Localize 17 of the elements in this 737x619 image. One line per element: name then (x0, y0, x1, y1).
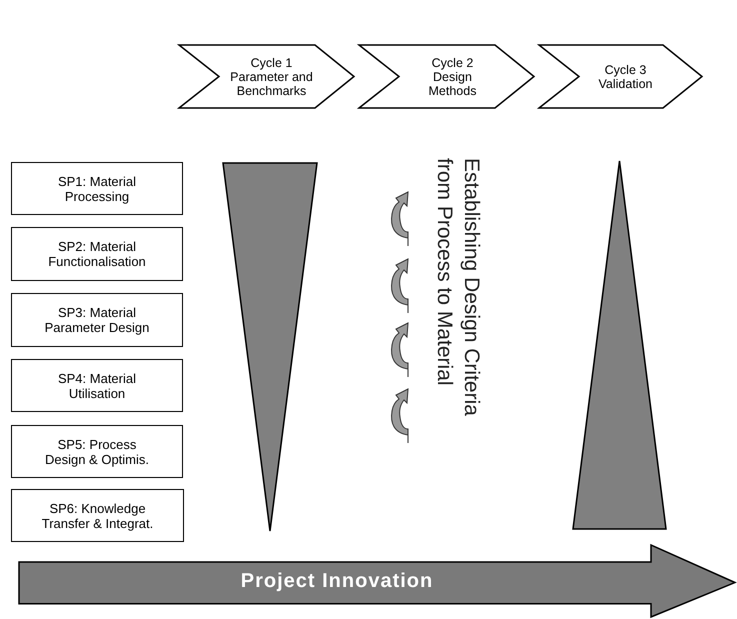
subproject-box (11, 489, 184, 542)
subproject-box (11, 425, 183, 478)
arrow-label: Project Innovation (240, 570, 434, 592)
subproject-box (11, 293, 183, 347)
box-label: SP4: Material Utilisation (56, 370, 138, 400)
box-label: Cycle 1 Parameter and Benchmarks (229, 56, 314, 98)
box-label: SP3: Material Parameter Design (44, 305, 150, 335)
box-label: Cycle 3 Validation (598, 62, 654, 90)
box-label: SP2: Material Functionalisation (47, 239, 147, 269)
subproject-box (11, 359, 183, 412)
subproject-box (11, 227, 183, 281)
subproject-box (11, 162, 183, 215)
box-label: Cycle 2 Design Methods (428, 56, 478, 98)
vertical-caption: Establishing Design Criteria from Process to Material (432, 158, 484, 418)
box-label: SP1: Material Processing (56, 174, 138, 204)
box-label: SP5: Process Design & Optimis. (44, 436, 150, 466)
box-label: SP6: Knowledge Transfer & Integrat. (40, 500, 154, 530)
